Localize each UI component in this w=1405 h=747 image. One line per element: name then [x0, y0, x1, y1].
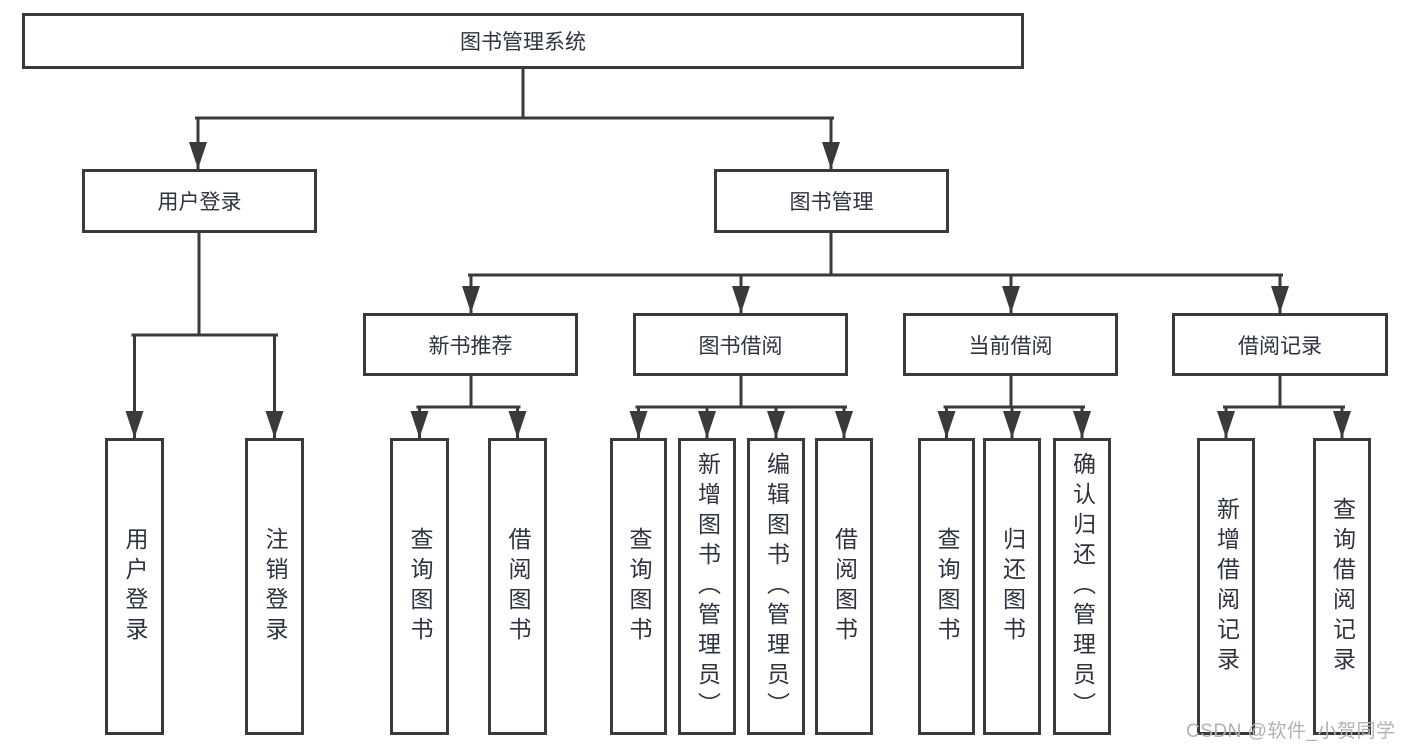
leaf-edit-books-admin: 编辑图书（管理员）: [747, 438, 805, 735]
connector-book-management-to-level3: [462, 231, 1289, 313]
leaf-add-books-admin-label: 新增图书（管理员）: [694, 451, 721, 722]
node-new-book-recommend: 新书推荐: [363, 313, 578, 376]
node-book-borrowing: 图书借阅: [633, 313, 848, 376]
leaf-borrow-books-recommend: 借阅图书: [488, 438, 547, 735]
node-current-borrowing: 当前借阅: [903, 313, 1118, 376]
connector-current-borrowing-branch: [937, 374, 1091, 438]
node-library-system-label: 图书管理系统: [460, 31, 586, 54]
connector-new-book-recommend-branch: [410, 374, 527, 438]
leaf-query-books-borrowing-label: 查询图书: [626, 526, 652, 647]
leaf-add-borrow-record: 新增借阅记录: [1197, 438, 1255, 735]
leaf-return-books: 归还图书: [983, 438, 1041, 735]
node-borrowing-records-label: 借阅记录: [1238, 334, 1322, 358]
leaf-query-borrow-record-label: 查询借阅记录: [1329, 496, 1356, 677]
leaf-query-borrow-record: 查询借阅记录: [1313, 438, 1371, 735]
leaf-query-books-recommend-label: 查询图书: [407, 526, 433, 647]
leaf-borrow-books-recommend-label: 借阅图书: [505, 526, 531, 647]
node-library-system: 图书管理系统: [22, 13, 1024, 69]
leaf-borrow-books-label: 借阅图书: [831, 526, 858, 647]
connector-user-login-branch: [125, 231, 284, 438]
node-book-management-label: 图书管理: [789, 191, 874, 214]
node-borrowing-records: 借阅记录: [1172, 313, 1388, 376]
leaf-edit-books-admin-label: 编辑图书（管理员）: [763, 451, 790, 722]
node-book-management: 图书管理: [714, 169, 949, 233]
node-new-book-recommend-label: 新书推荐: [428, 334, 513, 358]
leaf-borrow-books: 借阅图书: [815, 438, 873, 735]
node-book-borrowing-label: 图书借阅: [698, 334, 783, 358]
leaf-query-books-current: 查询图书: [918, 438, 975, 735]
node-current-borrowing-label: 当前借阅: [968, 334, 1053, 358]
leaf-logout-label: 注销登录: [262, 526, 288, 647]
connector-root-to-level2: [189, 67, 840, 169]
leaf-user-login-label: 用户登录: [122, 526, 148, 647]
leaf-add-borrow-record-label: 新增借阅记录: [1213, 496, 1240, 677]
leaf-query-books-borrowing: 查询图书: [610, 438, 667, 735]
leaf-logout: 注销登录: [245, 438, 304, 735]
csdn-watermark: CSDN @软件_小贺同学: [1186, 721, 1396, 742]
connector-book-borrowing-branch: [629, 374, 853, 438]
node-user-login: 用户登录: [82, 169, 317, 233]
leaf-confirm-return-admin: 确认归还（管理员）: [1053, 438, 1111, 735]
leaf-add-books-admin: 新增图书（管理员）: [678, 438, 736, 735]
leaf-query-books-current-label: 查询图书: [934, 526, 960, 647]
leaf-user-login: 用户登录: [105, 438, 164, 735]
leaf-query-books-recommend: 查询图书: [390, 438, 449, 735]
leaf-return-books-label: 归还图书: [999, 526, 1026, 647]
connector-borrowing-records-branch: [1217, 373, 1351, 438]
leaf-confirm-return-admin-label: 确认归还（管理员）: [1069, 451, 1096, 722]
node-user-login-label: 用户登录: [157, 191, 242, 214]
